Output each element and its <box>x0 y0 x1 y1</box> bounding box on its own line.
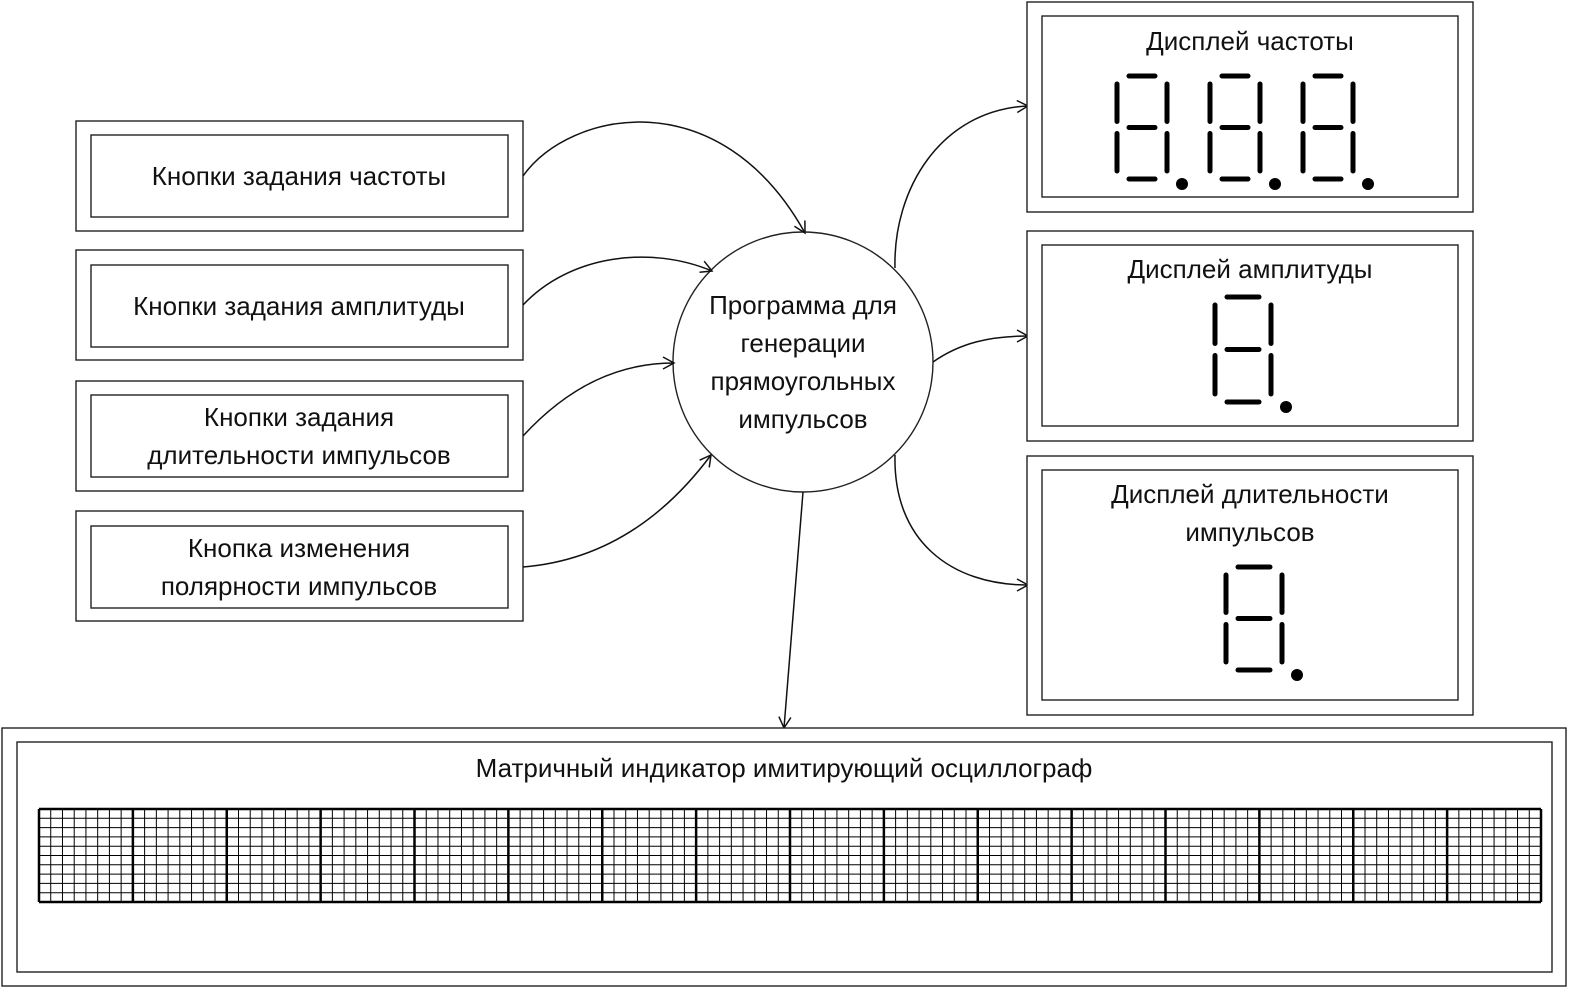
display-label-width-line2: импульсов <box>1185 517 1314 547</box>
input-label-freq: Кнопки задания частоты <box>152 161 446 191</box>
input-label-width-line2: длительности импульсов <box>147 440 450 470</box>
input-label-polarity-line2: полярности импульсов <box>161 571 437 601</box>
matrix-grid <box>37 807 1543 904</box>
input-box-width: Кнопки задания длительности импульсов <box>75 380 524 492</box>
display-box-width: Дисплей длительности импульсов <box>1026 455 1474 716</box>
arrow-program-to-matrix <box>778 491 804 730</box>
arrow-freq-to-program <box>522 121 806 235</box>
decimal-point-3 <box>1362 178 1374 190</box>
seven-segment-digits-width <box>1223 564 1303 681</box>
input-box-polarity: Кнопка изменения полярности импульсов <box>75 510 524 622</box>
matrix-indicator-title: Матричный индикатор имитирующий осциллог… <box>476 753 1093 783</box>
display-label-width-line1: Дисплей длительности <box>1111 479 1389 509</box>
program-label-line4: импульсов <box>738 404 867 434</box>
display-box-freq: Дисплей частоты <box>1026 1 1474 213</box>
input-label-polarity-line1: Кнопка изменения <box>188 533 410 563</box>
decimal-point-1 <box>1291 669 1303 681</box>
program-node: Программа для генерации прямоугольных им… <box>672 231 934 493</box>
program-label-line2: генерации <box>740 328 865 358</box>
arrow-program-to-amp-display <box>932 329 1030 363</box>
input-label-amp: Кнопки задания амплитуды <box>133 291 465 321</box>
input-box-freq: Кнопки задания частоты <box>75 120 524 232</box>
arrow-width-to-program <box>522 356 676 437</box>
arrow-polarity-to-program <box>522 453 712 568</box>
display-label-amp: Дисплей амплитуды <box>1128 254 1373 284</box>
arrow-program-to-width-display <box>894 454 1030 592</box>
input-box-amp: Кнопки задания амплитуды <box>75 249 524 361</box>
decimal-point-1 <box>1280 401 1292 413</box>
decimal-point-2 <box>1269 178 1281 190</box>
display-label-freq: Дисплей частоты <box>1146 26 1354 56</box>
decimal-point-1 <box>1176 178 1188 190</box>
seven-segment-digits-amp <box>1212 294 1292 413</box>
display-box-amp: Дисплей амплитуды <box>1026 230 1474 442</box>
arrow-amp-to-program <box>522 256 714 306</box>
input-label-width-line1: Кнопки задания <box>204 402 394 432</box>
program-label-line1: Программа для <box>709 290 897 320</box>
program-label-line3: прямоугольных <box>711 366 896 396</box>
arrow-program-to-freq-display <box>894 99 1030 269</box>
seven-segment-digits-freq <box>1114 73 1374 190</box>
matrix-indicator-box: Матричный индикатор имитирующий осциллог… <box>1 727 1567 987</box>
